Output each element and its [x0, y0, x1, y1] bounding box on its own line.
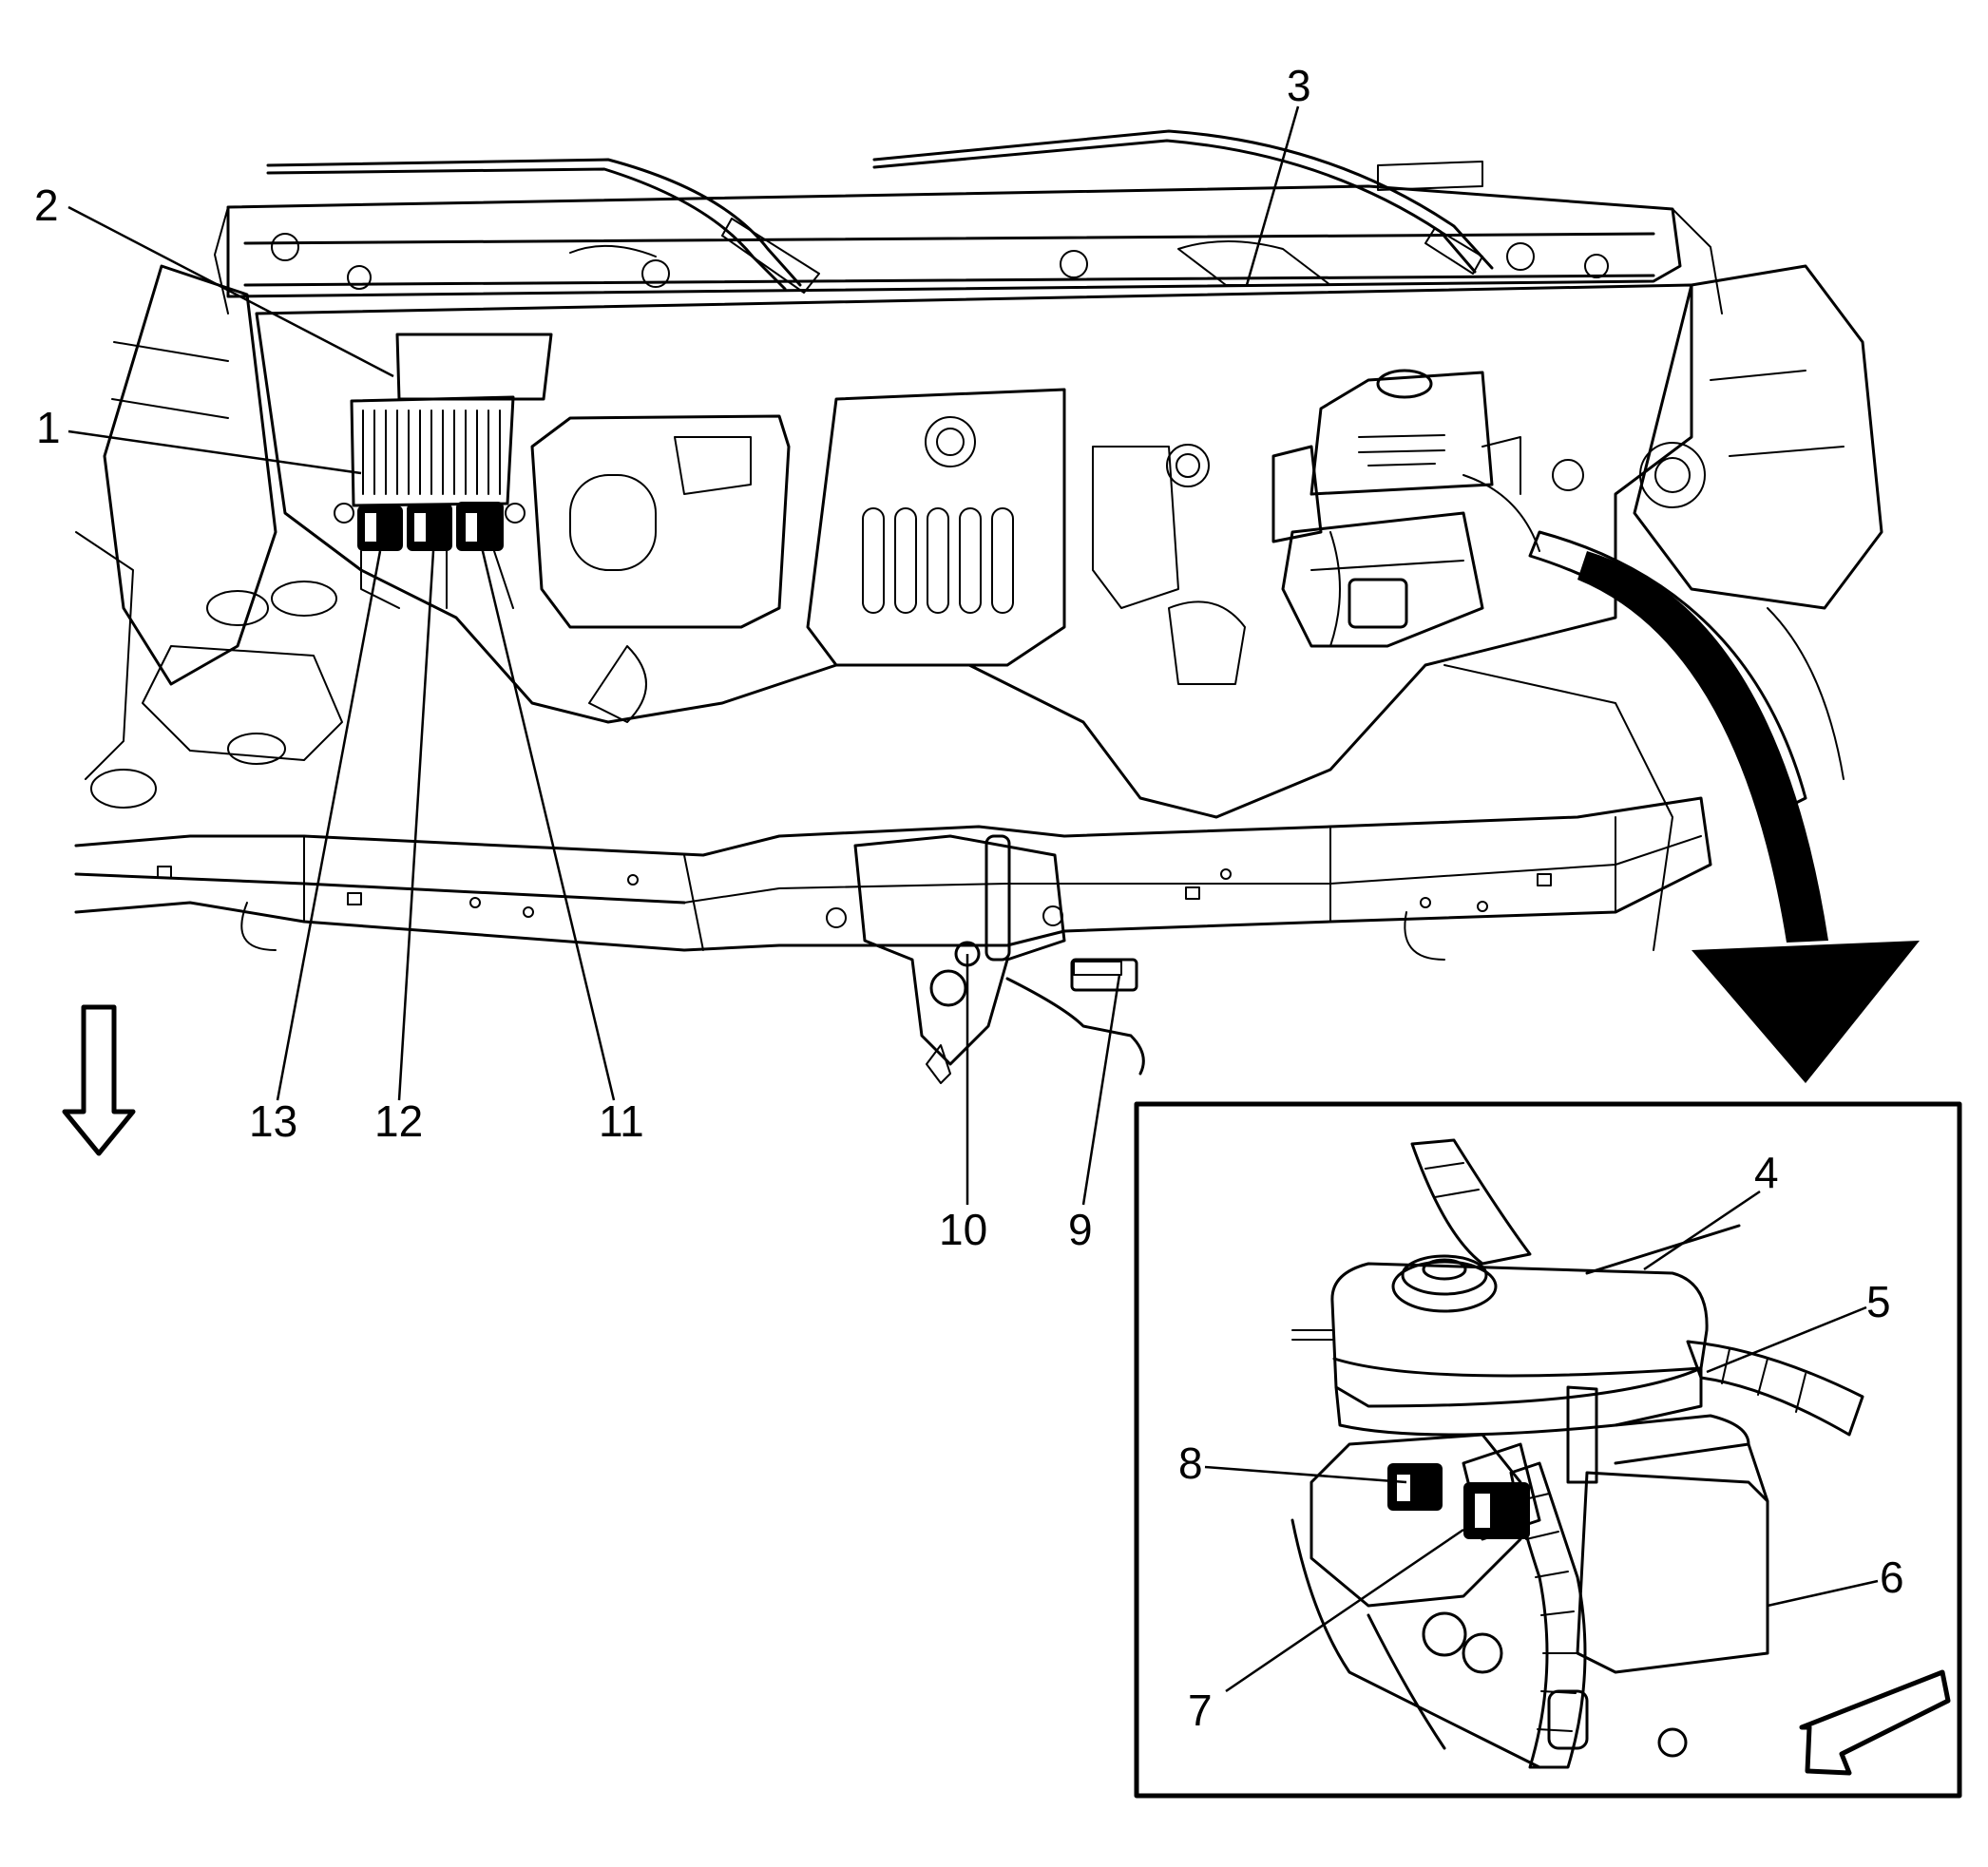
direction-arrow-icon [62, 1004, 136, 1156]
inset-direction-arrow-icon [1799, 1669, 1951, 1776]
curved-arrow [1528, 530, 1920, 1083]
firewall [255, 283, 1693, 819]
callout-5: 5 [1866, 1277, 1891, 1326]
callout-7: 7 [1188, 1686, 1213, 1735]
callout-numbers: 1 2 3 4 5 6 7 8 9 10 11 12 13 [34, 61, 1904, 1735]
callout-6: 6 [1880, 1553, 1904, 1602]
callout-3: 3 [1287, 61, 1311, 110]
engine-compartment-illustration [62, 129, 1920, 1156]
brake-master-cylinder-detail [1290, 1138, 1864, 1769]
callout-2: 2 [34, 181, 59, 230]
callout-10: 10 [939, 1205, 987, 1254]
callout-1: 1 [36, 403, 61, 452]
right-strut-tower [1443, 264, 1883, 951]
callout-13: 13 [249, 1096, 297, 1146]
inset-view [1134, 1101, 1962, 1799]
callout-12: 12 [374, 1096, 423, 1146]
callout-8: 8 [1178, 1438, 1203, 1488]
callout-9: 9 [1068, 1205, 1093, 1254]
left-strut-tower [75, 264, 343, 809]
callout-11: 11 [599, 1096, 644, 1146]
inset-frame [1134, 1101, 1962, 1799]
engine-control-module [334, 333, 553, 609]
master-cylinder-upper [1271, 369, 1540, 648]
callout-4: 4 [1754, 1148, 1779, 1197]
leader-lines [67, 105, 1879, 1693]
front-crossmember [74, 796, 1712, 961]
cowl-panel [214, 161, 1723, 314]
hood-latch [826, 834, 1145, 1084]
